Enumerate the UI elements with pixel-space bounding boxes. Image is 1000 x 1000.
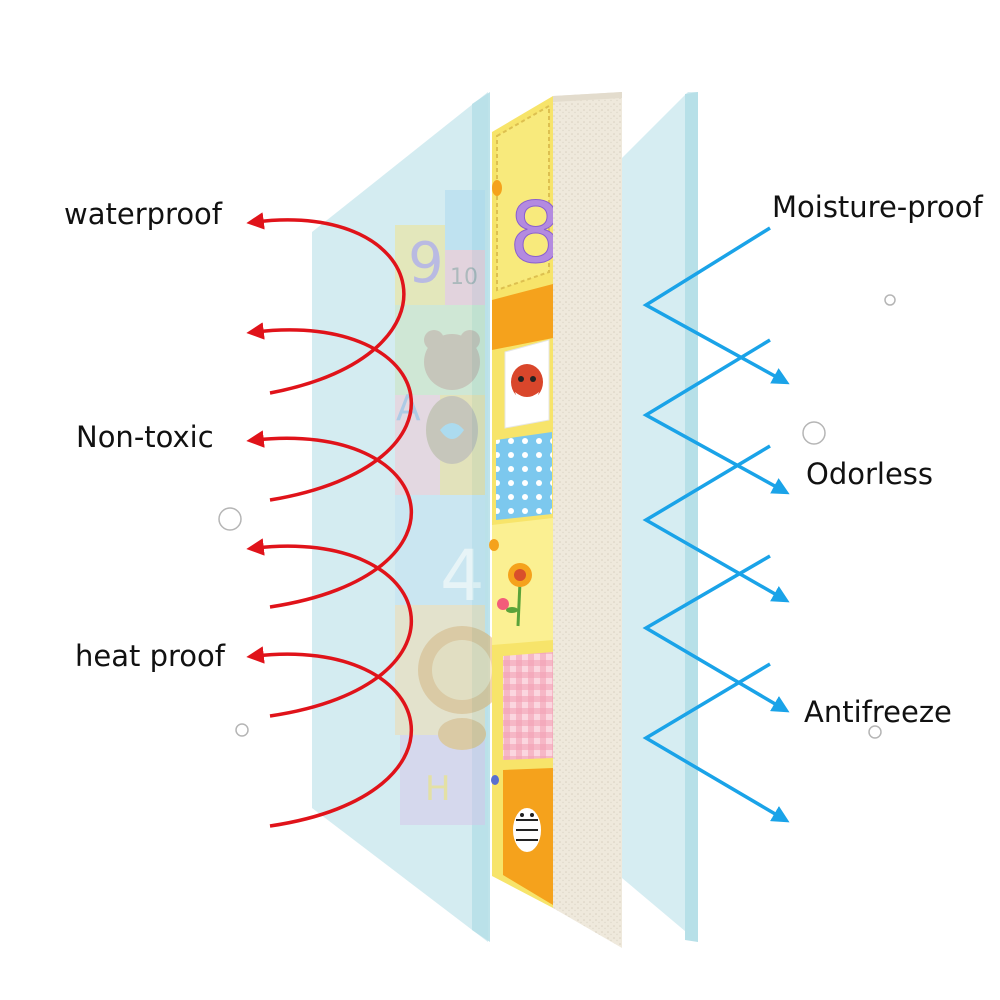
bear-icon: [424, 330, 480, 464]
label-odorless: Odorless: [806, 457, 934, 491]
blue-arrow: [642, 444, 790, 603]
svg-text:9: 9: [408, 231, 444, 296]
label-moisture-proof: Moisture-proof: [772, 190, 983, 224]
faded-number-9: 9: [408, 231, 444, 296]
printed-mat-surface: 8: [489, 96, 563, 908]
zebra-icon: [503, 768, 553, 905]
red-arrow: [246, 646, 414, 828]
blue-arrow: [642, 554, 790, 713]
bubble: [868, 725, 882, 739]
faded-number-4: 4: [440, 535, 485, 617]
blue-arrows: [642, 226, 790, 823]
flower-icon: [492, 518, 553, 645]
red-arrow: [246, 538, 414, 718]
svg-text:H: H: [425, 769, 451, 809]
faded-number-10: 10: [450, 265, 478, 290]
bubble: [235, 723, 249, 737]
label-waterproof: waterproof: [64, 197, 223, 231]
blue-arrow: [642, 226, 790, 385]
bubbles: [218, 294, 896, 739]
bee-icon: [489, 180, 502, 785]
left-protective-film: [312, 92, 490, 942]
red-arrow: [246, 212, 406, 395]
red-arrows: [246, 212, 414, 828]
bubble: [802, 421, 826, 445]
lion-icon: [418, 626, 506, 750]
blue-arrow: [642, 662, 790, 823]
red-arrow: [246, 322, 414, 502]
foam-core-layer: [553, 92, 622, 948]
bubble: [884, 294, 896, 306]
faded-letter-h: H: [425, 769, 451, 809]
svg-text:4: 4: [440, 535, 485, 617]
svg-text:10: 10: [450, 265, 478, 290]
label-antifreeze: Antifreeze: [804, 695, 952, 729]
right-protective-film: [622, 92, 698, 942]
label-non-toxic: Non-toxic: [76, 420, 214, 454]
bubble: [218, 507, 242, 531]
red-arrow: [246, 430, 414, 609]
fox-icon: [504, 339, 550, 429]
label-heat-proof: heat proof: [75, 639, 225, 673]
